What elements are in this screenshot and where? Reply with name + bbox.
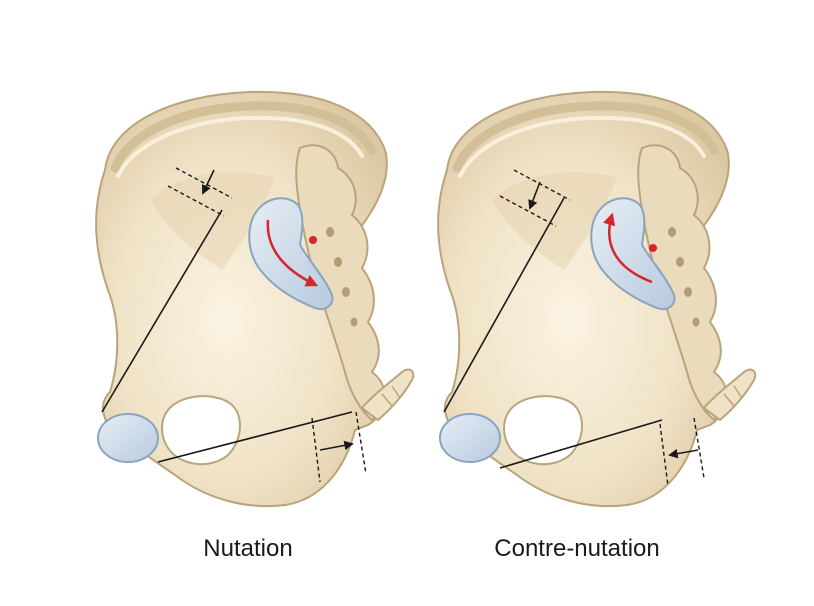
lower-dashed-guide-2-left [355,411,367,475]
lower-dashed-guide-2-right [693,417,705,479]
pelvis-bone-right [438,92,755,506]
lower-arrow-right [668,448,699,459]
caption-contre-nutation: Contre-nutation [494,535,660,562]
lower-dashed-guide-1-right [659,423,669,487]
caption-nutation: Nutation [203,535,293,562]
upper-arrow-right [528,181,541,210]
upper-dashed-guide-1-left [175,167,233,199]
figure-nutation [96,92,413,506]
rotation-arrow-left [266,219,319,287]
lower-arrow-left [319,440,354,451]
upper-arrow-left [201,169,215,195]
pivot-dot-left [309,236,317,244]
upper-diameter-line-right [443,197,565,413]
lower-diameter-line-left [157,411,353,463]
rotation-arrow-right [603,212,653,284]
lower-diameter-line-right [499,419,663,469]
upper-diameter-line-left [101,209,223,413]
pelvis-bone-left [96,92,413,506]
upper-dashed-guide-1-right [513,169,571,201]
upper-dashed-guide-2-right [499,195,557,227]
pivot-dot-right [649,244,657,252]
upper-dashed-guide-2-left [167,185,225,217]
lower-dashed-guide-1-left [311,417,321,483]
figure-contre-nutation [438,92,755,506]
